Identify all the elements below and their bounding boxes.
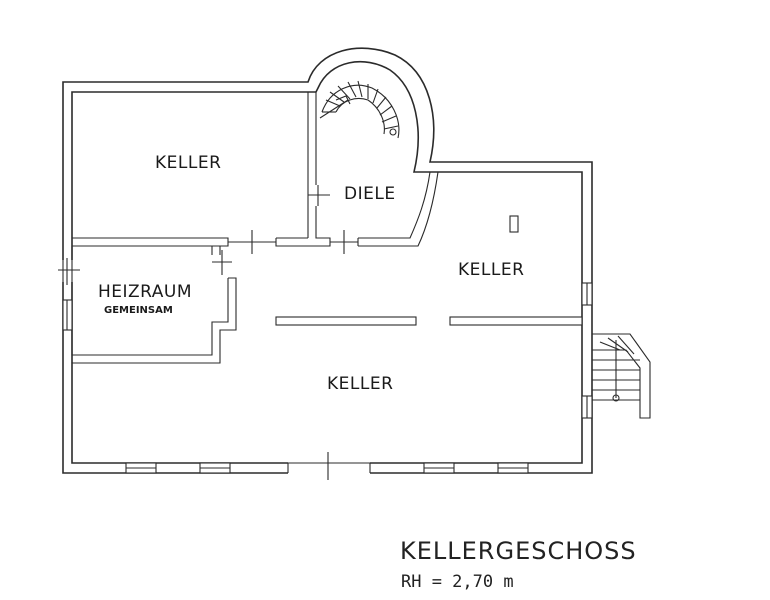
- window-right-1: [581, 282, 593, 306]
- door-heizraum-keller-tl: [212, 250, 232, 275]
- door-keller-tl-bottom: [228, 230, 276, 254]
- room-label-heizraum: HEIZRAUM: [98, 282, 192, 302]
- room-label-keller-bottom: KELLER: [327, 374, 393, 394]
- wall-heizraum-door-jamb: [211, 246, 221, 255]
- window-bottom-4: [497, 462, 529, 474]
- door-gap-left: [62, 260, 74, 282]
- window-right-2: [581, 395, 593, 419]
- window-bottom-1: [125, 462, 157, 474]
- room-label-diele: DIELE: [344, 184, 396, 204]
- wall-keller-tl-bottom-1: [72, 237, 229, 247]
- room-label-heizraum-sub: GEMEINSAM: [104, 305, 173, 316]
- external-staircase: [592, 333, 651, 419]
- partition-bar-left: [275, 316, 417, 326]
- wall-keller-tl-bottom-2: [275, 206, 331, 247]
- door-bottom-line: [287, 452, 371, 480]
- chimney: [509, 215, 519, 233]
- door-gap-bottom: [288, 462, 370, 474]
- window-left: [62, 299, 73, 331]
- outer-wall-outer: [62, 47, 593, 474]
- window-bottom-3: [423, 462, 455, 474]
- room-height: RH = 2,70 m: [401, 572, 514, 592]
- outer-wall-inner: [71, 60, 583, 464]
- door-left-line: [58, 258, 80, 285]
- wall-heizraum: [71, 246, 237, 364]
- room-label-keller-top-left: KELLER: [155, 153, 221, 173]
- window-bottom-2: [199, 462, 231, 474]
- partition-bar-right: [449, 316, 583, 326]
- door-diele-bottom: [330, 230, 358, 254]
- plan-title: KELLERGESCHOSS: [400, 537, 637, 565]
- room-label-keller-right: KELLER: [458, 260, 524, 280]
- spiral-staircase: [319, 80, 400, 139]
- door-keller-tl-diele: [308, 185, 330, 206]
